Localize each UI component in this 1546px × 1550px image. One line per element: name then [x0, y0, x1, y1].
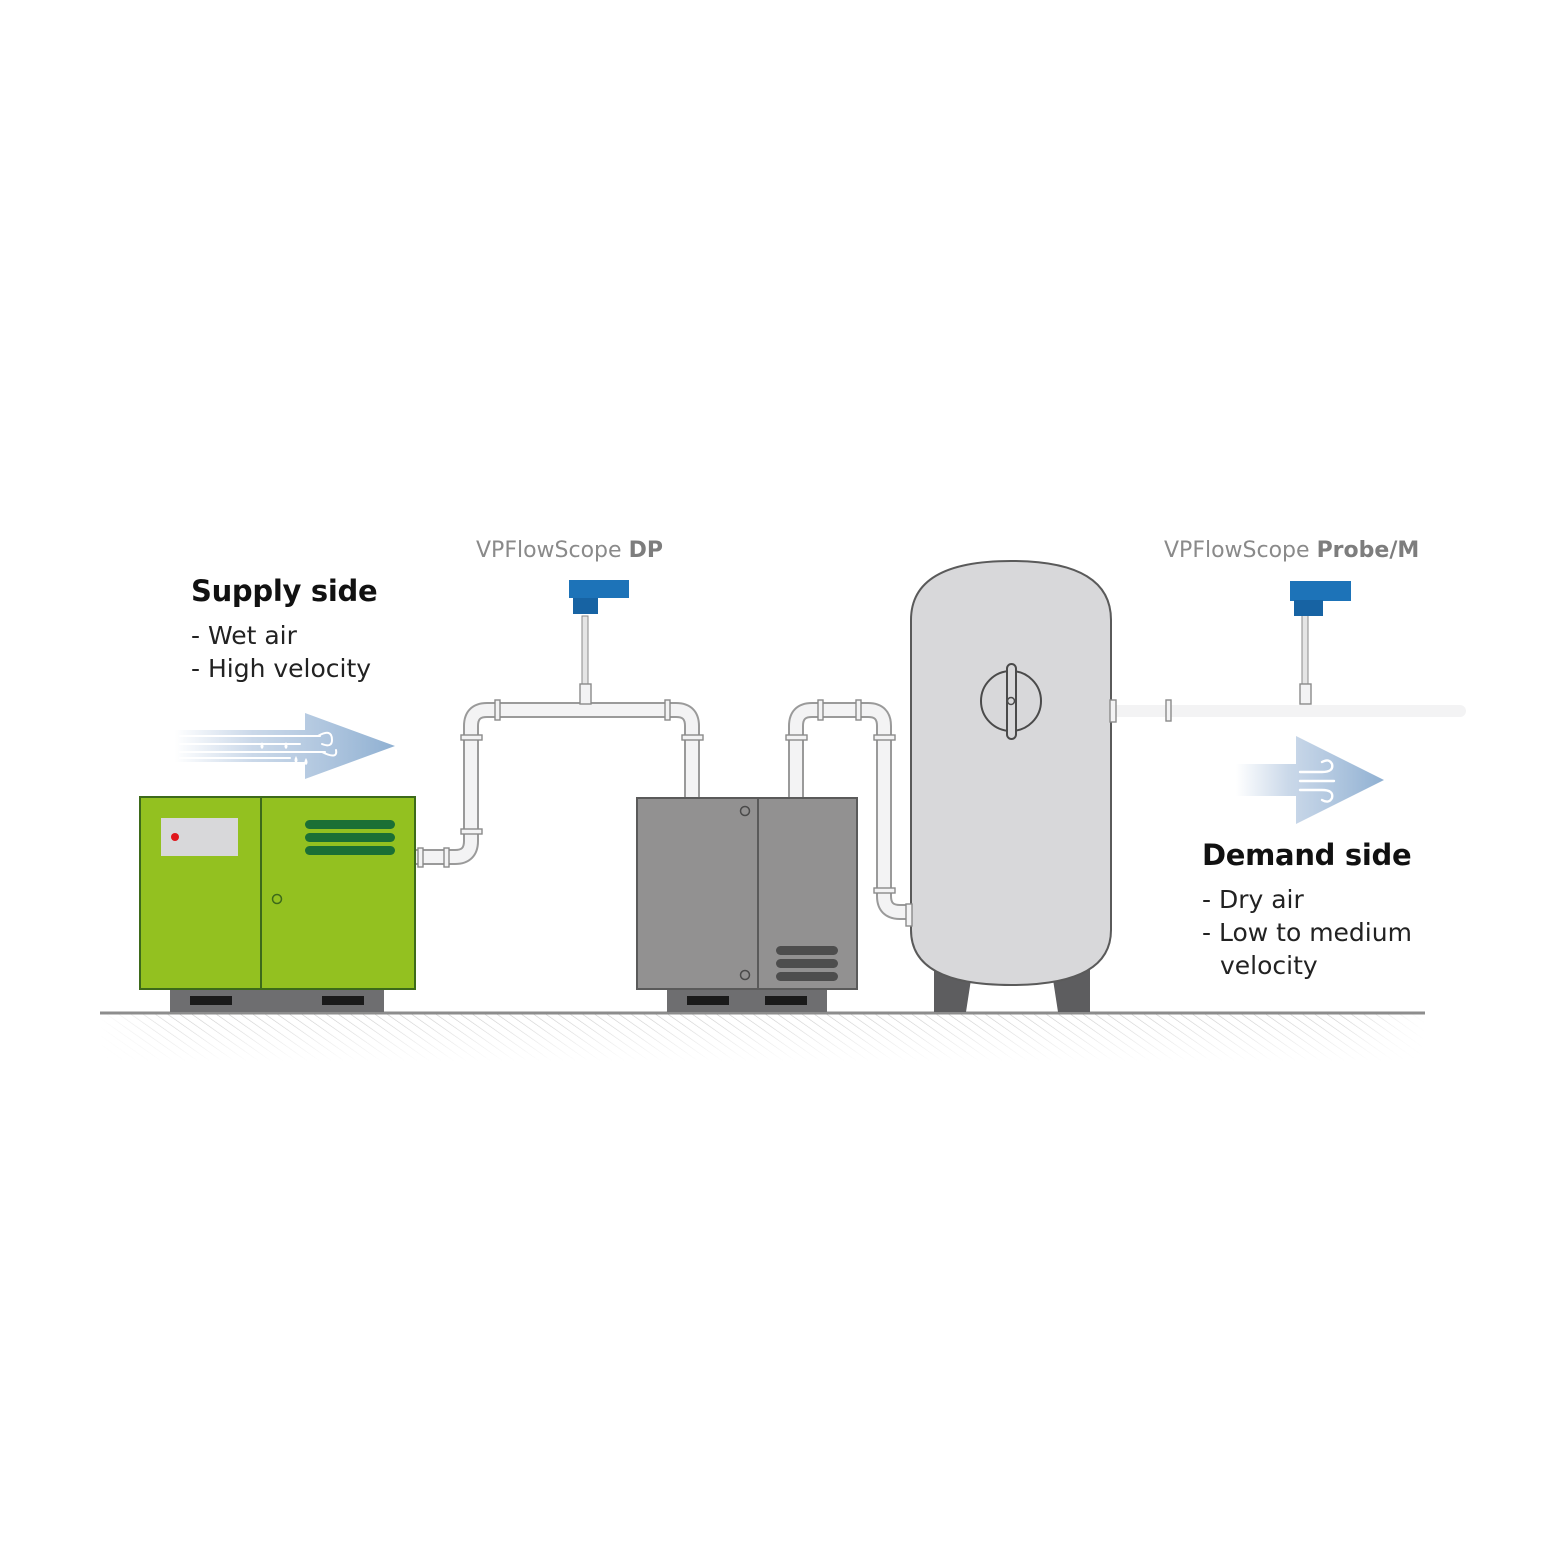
- dp-sensor-model: DP: [628, 538, 663, 563]
- demand-item-dry-air: - Dry air: [1202, 885, 1304, 914]
- demand-item-low-to-medium: - Low to medium: [1202, 918, 1412, 947]
- probe-sensor-model: Probe/M: [1316, 538, 1420, 563]
- supply-item-wet-air: - Wet air: [191, 621, 297, 650]
- demand-side-title: Demand side: [1202, 838, 1412, 872]
- manhole-cover: [980, 663, 1042, 740]
- supply-item-high-velocity: - High velocity: [191, 654, 372, 683]
- vpflowscope-dp-sensor[interactable]: [569, 580, 629, 705]
- door-handle: [271, 893, 283, 905]
- supply-flow-arrow: [175, 713, 395, 779]
- demand-item-velocity: velocity: [1220, 951, 1318, 980]
- probe-sensor-prefix: VPFlowScope: [1164, 538, 1310, 563]
- status-indicator-light: [171, 833, 179, 841]
- compressor[interactable]: [139, 796, 416, 1012]
- probe-sensor-label: VPFlowScope Probe/M: [1164, 538, 1419, 563]
- dp-sensor-label: VPFlowScope DP: [476, 538, 663, 563]
- supply-side-title: Supply side: [191, 574, 378, 608]
- dryer[interactable]: [636, 797, 858, 1012]
- dryer-vent: [776, 946, 838, 981]
- pipe-flanges: [417, 699, 1172, 894]
- compressor-vent: [305, 820, 395, 855]
- demand-flow-arrow: [1236, 736, 1384, 824]
- floor: [100, 1011, 1425, 1061]
- vpflowscope-probe-m-sensor[interactable]: [1290, 581, 1351, 705]
- air-receiver-tank[interactable]: [905, 559, 1117, 1012]
- dp-sensor-prefix: VPFlowScope: [476, 538, 622, 563]
